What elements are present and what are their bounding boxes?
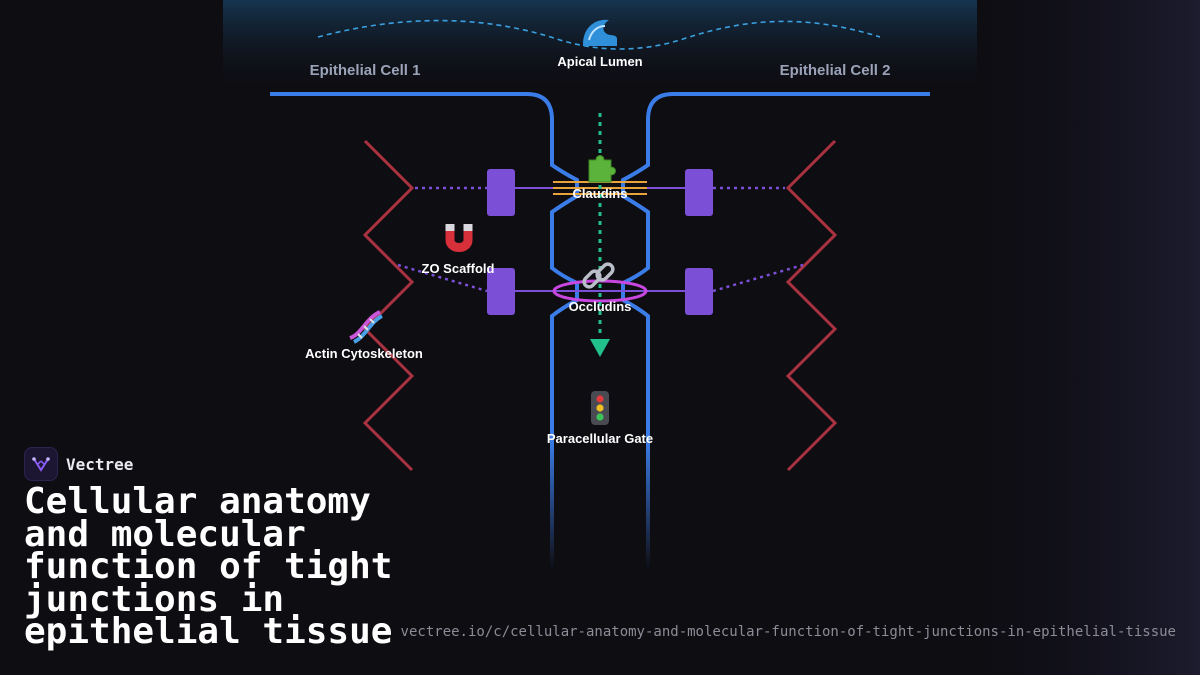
- label-zo-scaffold: ZO Scaffold: [422, 261, 495, 276]
- magnet-icon: [445, 224, 473, 252]
- cell1-membrane-fade: [550, 440, 554, 570]
- cell1-membrane: [270, 92, 579, 440]
- paracellular-flow-arrow: [590, 339, 610, 357]
- brand-name: Vectree: [66, 454, 134, 474]
- vectree-logo-icon: [24, 447, 58, 481]
- dna-icon: [349, 310, 384, 344]
- junction-protein-upper-left: [487, 169, 515, 216]
- label-cell2: Epithelial Cell 2: [780, 62, 891, 79]
- chain-link-icon: [582, 262, 615, 289]
- lumen-region: [223, 0, 977, 95]
- junction-protein-lower-right: [685, 268, 713, 315]
- puzzle-piece-icon: [588, 155, 616, 183]
- label-lumen: Apical Lumen: [557, 54, 642, 69]
- zo-link-lower-right: [712, 263, 804, 293]
- zo-link-lower-left: [397, 263, 488, 293]
- junction-protein-lower-left: [487, 268, 515, 315]
- cell2-membrane: [621, 92, 930, 440]
- label-occludins: Occludins: [569, 299, 632, 314]
- page-title: Cellular anatomy and molecular function …: [24, 481, 393, 652]
- actin-filament-left: [362, 139, 415, 472]
- traffic-light-icon: [591, 391, 609, 425]
- label-gate: Paracellular Gate: [547, 431, 653, 446]
- brand: Vectree: [24, 447, 133, 481]
- actin-filament-right: [785, 139, 838, 472]
- cell2-membrane-fade: [646, 440, 650, 570]
- label-actin: Actin Cytoskeleton: [305, 346, 423, 361]
- junction-protein-upper-right: [685, 169, 713, 216]
- page-url[interactable]: vectree.io/c/cellular-anatomy-and-molecu…: [400, 624, 1176, 640]
- label-claudins: Claudins: [573, 186, 628, 201]
- lumen-wave: [317, 19, 881, 50]
- label-cell1: Epithelial Cell 1: [310, 62, 421, 79]
- right-background-panel: [975, 0, 1200, 675]
- wave-icon: [583, 19, 617, 46]
